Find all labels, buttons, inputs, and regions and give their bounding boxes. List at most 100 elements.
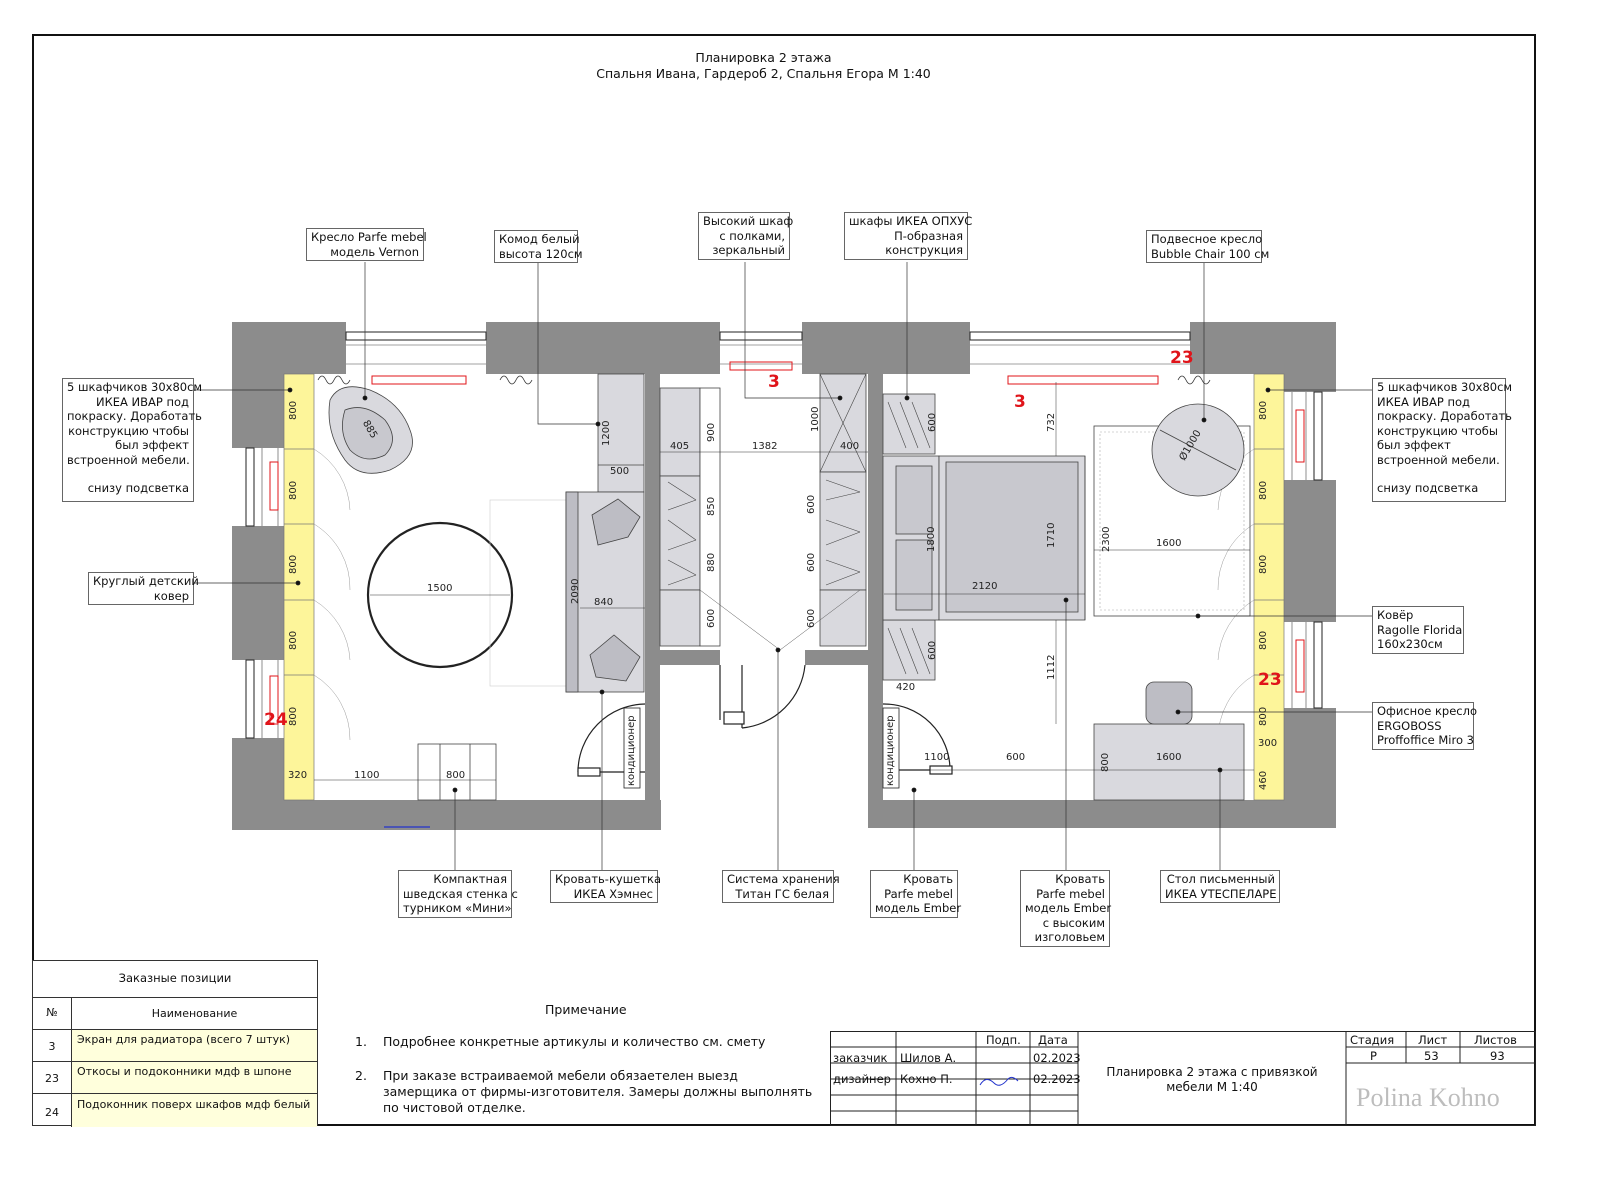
marker-3-room2: 3 <box>1014 392 1026 412</box>
brand-logo: Polina Kohno <box>1356 1083 1500 1112</box>
dim-ivar-l1: 800 <box>288 400 299 420</box>
dim-ivar-r2: 800 <box>1258 480 1269 500</box>
office-chair <box>1145 681 1193 725</box>
dim-1100-right: 1100 <box>924 752 950 763</box>
dim-dresser-w: 500 <box>610 466 630 477</box>
table-row: 3 Экран для радиатора (всего 7 штук) <box>33 1029 317 1062</box>
dim-ivar-r4: 800 <box>1258 630 1269 650</box>
dim-600-s2: 600 <box>806 552 817 572</box>
drawing-title-line2: Спальня Ивана, Гардероб 2, Спальня Егора… <box>596 66 931 81</box>
custom-col-num: № <box>46 1006 58 1019</box>
dim-ivar-l3: 800 <box>288 554 299 574</box>
stamp-name-2: Кохно П. <box>900 1072 953 1086</box>
windows <box>245 331 1323 739</box>
custom-items-table: Заказные позиции № Наименование 3 Экран … <box>32 960 318 1127</box>
conditioner-label-1: кондиционер <box>626 715 637 786</box>
dim-ivar-r3: 800 <box>1258 554 1269 574</box>
dim-600-s1: 600 <box>806 494 817 514</box>
swedish-wall <box>417 743 497 801</box>
dim-800-wall: 800 <box>446 770 466 781</box>
marker-23-right: 23 <box>1258 670 1282 690</box>
stamp-date-2: 02.2023 <box>1033 1072 1081 1086</box>
dim-1000: 1000 <box>810 406 821 432</box>
desk-utespelare <box>1093 723 1245 801</box>
dim-600-s3: 600 <box>806 608 817 628</box>
dim-ivar-l5: 800 <box>288 706 299 726</box>
dim-420: 420 <box>896 682 916 693</box>
air-conditioner-1 <box>623 707 641 789</box>
dim-732: 732 <box>1046 412 1057 432</box>
stamp-stage: Р <box>1370 1049 1377 1063</box>
dim-dresser-h: 1200 <box>601 420 612 446</box>
dim-600-s4: 600 <box>706 608 717 628</box>
dim-600-r2: 600 <box>927 640 938 660</box>
dim-daybed-w: 840 <box>594 597 614 608</box>
round-rug <box>366 521 514 669</box>
note-2: При заказе встраиваемой мебели обязаетел… <box>383 1068 813 1115</box>
stamp-role-1: заказчик <box>833 1051 888 1065</box>
marker-23-top: 23 <box>1170 348 1194 368</box>
dim-daybed-l: 2090 <box>570 578 581 604</box>
custom-col-name: Наименование <box>71 998 317 1030</box>
table-row: 24 Подоконник поверх шкафов мдф белый <box>33 1093 317 1127</box>
stamp-h-sheet: Лист <box>1418 1033 1448 1047</box>
curtains <box>317 375 1211 385</box>
custom-table-title: Заказные позиции <box>118 971 232 985</box>
conditioner-label-2: кондиционер <box>885 715 896 786</box>
table-row: 23 Откосы и подоконники мдф в шпоне <box>33 1061 317 1094</box>
dim-600-right: 600 <box>1006 752 1026 763</box>
stamp-name-1: Шилов А. <box>900 1051 957 1065</box>
dim-405: 405 <box>670 441 690 452</box>
dim-800-desk: 800 <box>1100 752 1111 772</box>
dim-1800: 1800 <box>926 526 937 552</box>
dim-2120: 2120 <box>972 581 998 592</box>
walls-storage <box>660 322 970 804</box>
stamp-h-sheets: Листов <box>1474 1033 1517 1047</box>
dim-2300: 2300 <box>1101 526 1112 552</box>
note-1: Подробнее конкретные артикулы и количест… <box>383 1034 766 1049</box>
notes-title: Примечание <box>545 1002 627 1017</box>
leader-lines <box>192 262 1375 870</box>
dim-1600-rug: 1600 <box>1156 538 1182 549</box>
drawing-frame <box>32 34 1536 1126</box>
dim-880: 880 <box>706 552 717 572</box>
walls-room-egor <box>868 322 1336 828</box>
air-conditioner-2 <box>882 707 900 789</box>
dim-850: 850 <box>706 496 717 516</box>
title-block: Подп. Дата заказчик Шилов А. 02.2023 диз… <box>830 1031 1536 1126</box>
stamp-sheets: 93 <box>1490 1049 1505 1063</box>
dim-ivar-r1: 800 <box>1258 400 1269 420</box>
marker-24: 24 <box>264 710 288 730</box>
dim-1100-left: 1100 <box>354 770 380 781</box>
dim-400: 400 <box>840 441 860 452</box>
stamp-h-date: Дата <box>1038 1033 1068 1047</box>
dim-900: 900 <box>706 422 717 442</box>
doors-storage <box>719 664 806 729</box>
marker-3-storage: 3 <box>768 372 780 392</box>
dim-ivar-l2: 800 <box>288 480 299 500</box>
dim-1600-desk: 1600 <box>1156 752 1182 763</box>
title-block-grid <box>830 1031 1536 1126</box>
dim-320: 320 <box>288 770 308 781</box>
dim-ivar-r5: 800 <box>1258 706 1269 726</box>
stamp-sheet: 53 <box>1424 1049 1439 1063</box>
stamp-h-sign: Подп. <box>986 1033 1021 1047</box>
titan-storage-left <box>659 387 701 647</box>
walls-room-ivan <box>232 322 720 830</box>
stamp-date-1: 02.2023 <box>1033 1051 1081 1065</box>
